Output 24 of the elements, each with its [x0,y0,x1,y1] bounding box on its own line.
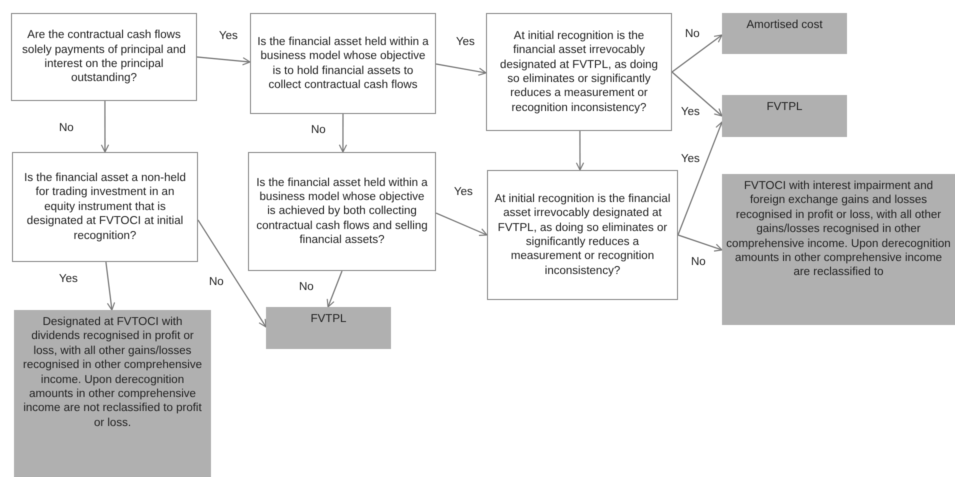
question-box: Is the financial asset a non-held for trading investment in an equity instrument that is designated at FVTOCI at initial recognition? [12,152,198,262]
arrow [677,121,724,236]
question-box: Is the financial asset held within a business model whose objective is achieved by both collecting contractual cash flows and selling financial assets? [248,152,436,271]
arrow [196,56,251,66]
arrow [436,212,488,236]
question-box: Are the contractual cash flows solely payments of principal and interest on the principal outstanding? [11,13,197,101]
arrow [100,101,110,153]
arrow [105,262,116,311]
result-box: Amortised cost [722,13,847,54]
question-box: At initial recognition is the financial asset irrevocably designated at FVTPL, as doing so eliminates or significantly reduces a measurement or recognition inconsistency? [486,13,672,131]
result-box: FVTOCI with interest impairment and foreign exchange gains and losses recognised in profit or loss, with all other gains/losses recognised in other comprehensive income. Upon derecognition amounts in other comprehensive income are reclassified to [722,174,955,325]
arrow [672,72,723,117]
arrow [338,114,348,153]
arrow [576,131,584,171]
arrow [326,270,343,308]
question-box: Is the financial asset held within a business model whose objective is to hold financial assets to collect contractual cash flows [250,13,436,114]
result-box: FVTPL [266,307,391,349]
arrow [678,234,723,252]
arrow [436,63,487,76]
result-box: FVTPL [722,95,847,137]
result-box: Designated at FVTOCI with dividends recognised in profit or loss, with all other gains/losses recognised in other comprehensive income. Upon derecognition amounts in other comprehensive income are not reclassified to profit or loss. [14,310,211,477]
arrow [198,220,267,328]
arrow [672,34,723,72]
question-box: At initial recognition is the financial asset irrevocably designated at FVTPL, as doing so eliminates or significantly reduces a measurement or recognition inconsistency? [487,170,678,300]
